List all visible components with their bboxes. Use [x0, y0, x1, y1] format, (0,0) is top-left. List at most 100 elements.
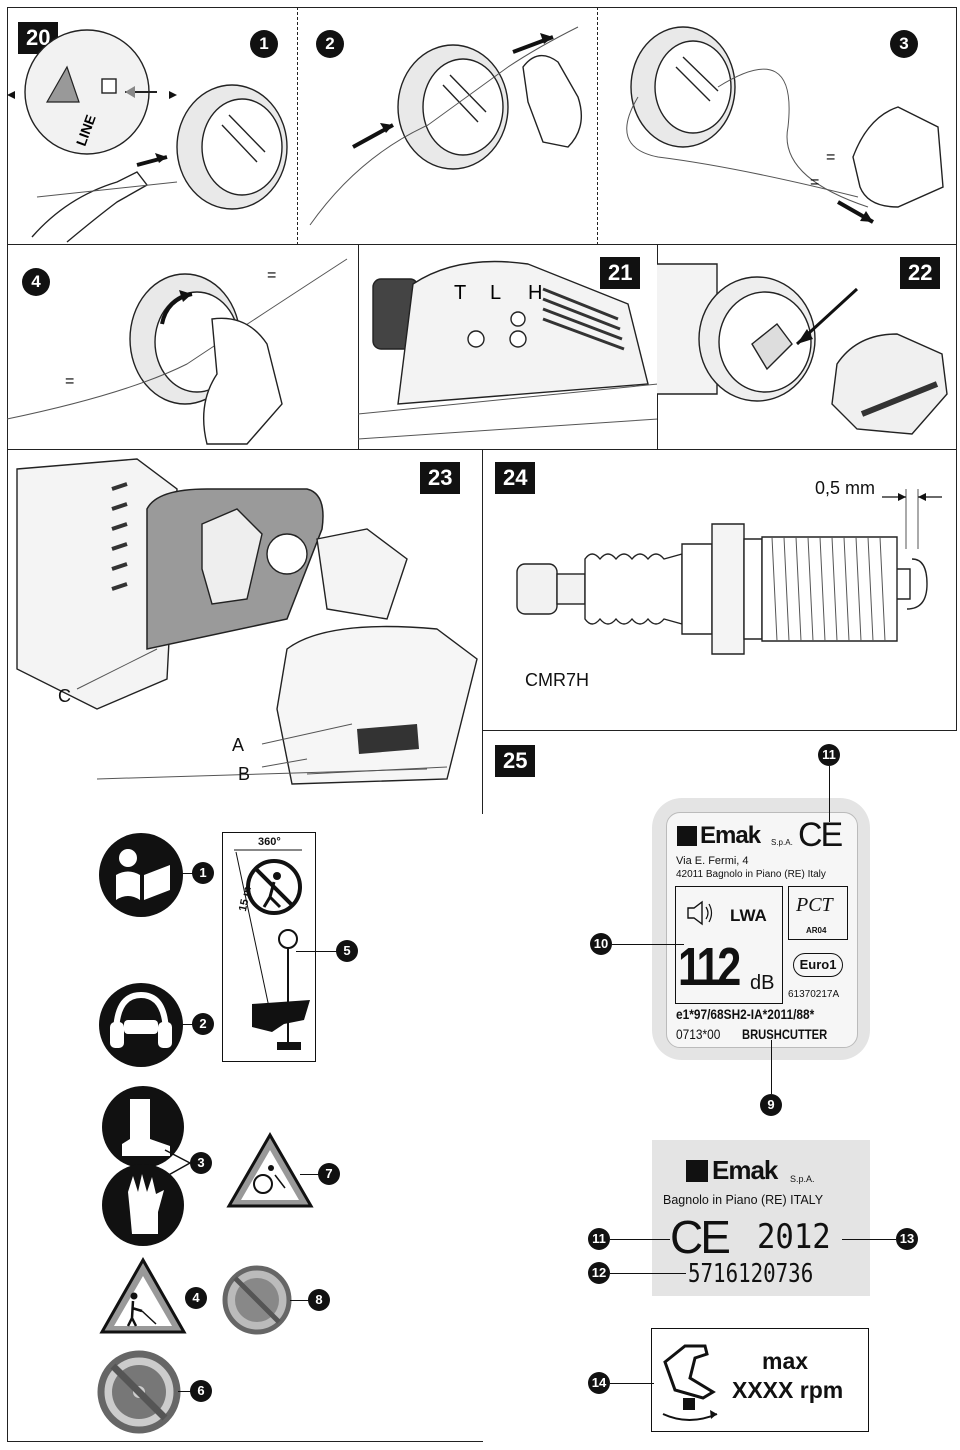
plate1-code: 61370217A: [788, 989, 840, 1000]
symbols-panel: [7, 814, 483, 1442]
rpm-value-label: XXXX rpm: [732, 1377, 844, 1403]
safety-boots-icon: [102, 1086, 184, 1168]
lwa-label: LWA: [730, 906, 767, 925]
symbol-1-leader: [176, 873, 194, 874]
rating-plate-inner: [666, 812, 858, 1048]
read-manual-icon: [99, 833, 183, 917]
safety-gloves-icon: [102, 1164, 184, 1246]
leader-10: [612, 944, 684, 945]
symbol-7-badge: 7: [318, 1163, 340, 1185]
part-a-label: A: [232, 735, 245, 755]
ricochet-warning-icon: [226, 1132, 314, 1208]
figure-24-tag: 24: [495, 462, 536, 494]
plate1-ce-mark: CE: [798, 816, 843, 854]
leader-9: [771, 1040, 772, 1094]
machine-type: BRUSHCUTTER: [742, 1026, 828, 1042]
spindle-rotation-icon: [662, 1344, 718, 1421]
plate2-callout-11: 11: [588, 1228, 610, 1250]
carburetor-adjustment-illustration: T L H: [357, 260, 659, 440]
no-saw-blade-icon: [97, 1350, 181, 1434]
spark-plug-illustration: [516, 489, 942, 655]
symbol-2-leader: [180, 1024, 194, 1025]
homologation-line: e1*97/68SH2-IA*2011/88*: [676, 1006, 815, 1022]
hearing-protection-icon: [99, 983, 183, 1067]
figure-22-tag: 22: [900, 257, 941, 289]
air-filter-illustration: [16, 458, 478, 785]
screw-t-label: T: [454, 282, 466, 304]
plate1-brand: Emak: [700, 822, 761, 849]
line-insertion-illustration: [309, 26, 582, 226]
plate1-callout-10: 10: [590, 933, 612, 955]
plate1-logo-icon: [677, 826, 697, 846]
symbol-5-badge: 5: [336, 940, 358, 962]
equal-mark-4: =: [267, 267, 276, 284]
serial-number: 5716120736: [688, 1259, 814, 1289]
divider-2: [597, 7, 598, 245]
symbol-8-badge: 8: [308, 1289, 330, 1311]
step-1-badge: 1: [250, 30, 278, 58]
step-4-badge: 4: [22, 268, 50, 296]
figure-21-tag: 21: [600, 257, 641, 289]
step-3-badge: 3: [890, 30, 918, 58]
figure-25-tag: 25: [495, 745, 536, 777]
speaker-icon: [687, 900, 713, 926]
step-2-badge: 2: [316, 30, 344, 58]
homologation-line2: 0713*00: [676, 1026, 721, 1042]
leader-11b: [610, 1239, 670, 1240]
plate2-logo-icon: [686, 1160, 708, 1182]
leader-12: [610, 1273, 686, 1274]
pct-mark: PCT: [796, 894, 833, 916]
symbol-4-badge: 4: [185, 1287, 207, 1309]
plate2-brand: Emak: [712, 1155, 778, 1185]
angle-label: 360°: [258, 836, 281, 848]
plate2-place: Bagnolo in Piano (RE) ITALY: [663, 1193, 824, 1207]
symbol-6-badge: 6: [190, 1380, 212, 1402]
plate1-address1: Via E. Fermi, 4: [676, 855, 749, 867]
euro1-badge: Euro1: [793, 953, 843, 977]
leader-13: [842, 1239, 896, 1240]
plate3-callout-14: 14: [588, 1372, 610, 1394]
spark-plug-model-label: CMR7H: [525, 670, 590, 690]
noise-level-value: 112: [678, 937, 741, 997]
figure-23-tag: 23: [420, 462, 461, 494]
spool-detail-illustration: LINE: [7, 29, 288, 243]
screw-h-label: H: [528, 282, 542, 304]
leader-14: [610, 1383, 654, 1384]
rpm-max-label: max: [762, 1348, 809, 1374]
ar04-label: AR04: [806, 926, 827, 935]
symbol-5-leader: [296, 951, 338, 952]
pct-box: [788, 886, 848, 940]
noise-box: [675, 886, 783, 1004]
symbol-3-leaders: [164, 1149, 191, 1178]
production-year: 2012: [757, 1217, 831, 1257]
electrode-gap-label: 0,5 mm: [815, 478, 876, 498]
leader-11a: [829, 766, 830, 822]
danger-zone-box: [222, 832, 316, 1062]
symbol-7-leader: [300, 1174, 320, 1175]
symbol-3-badge: 3: [190, 1152, 212, 1174]
plate2-callout-13: 13: [896, 1228, 918, 1250]
equal-mark-1: =: [826, 149, 835, 166]
symbol-2-badge: 2: [192, 1013, 214, 1035]
part-b-label: B: [238, 764, 251, 784]
plate1-callout-9: 9: [760, 1094, 782, 1116]
noise-level-unit: dB: [750, 972, 775, 994]
equal-mark-2: =: [810, 174, 819, 191]
plate2-brand-suffix: S.p.A.: [790, 1174, 815, 1184]
part-c-label: C: [58, 686, 71, 706]
symbol-1-badge: 1: [192, 862, 214, 884]
symbol-8-leader: [290, 1300, 310, 1301]
equal-mark-3: =: [65, 373, 74, 390]
no-metal-blade-icon: [222, 1265, 292, 1335]
operator-warning-icon: [99, 1256, 187, 1334]
plate2-ce-mark: CE: [670, 1211, 731, 1263]
danger-zone-illustration: [234, 849, 310, 1050]
symbol-6-leader: [178, 1391, 192, 1392]
plate1-address2: 42011 Bagnolo in Piano (RE) Italy: [676, 869, 826, 880]
plate1-callout-11: 11: [818, 744, 840, 766]
spool-winding-illustration: = =: [6, 258, 348, 445]
screw-l-label: L: [490, 282, 501, 304]
fuel-cap-illustration: [657, 263, 948, 435]
step4-dash-top: [7, 244, 359, 245]
